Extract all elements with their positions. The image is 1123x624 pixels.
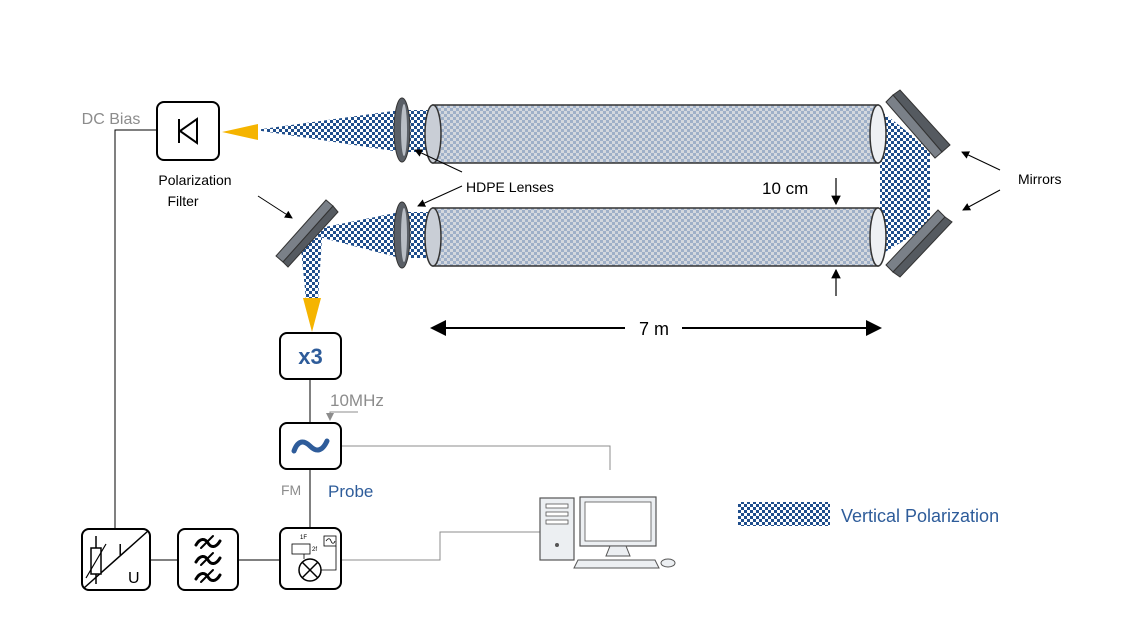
wire-10mhz [326, 411, 358, 421]
pointer-mirror-top [961, 151, 1001, 171]
probe-label: Probe [328, 482, 373, 501]
iu-converter-box: I U [81, 528, 151, 591]
pointer-filter [257, 195, 293, 219]
legend-label: Vertical Polarization [841, 506, 999, 526]
mirror-top-right [885, 89, 951, 159]
tilde-source-icon [291, 438, 330, 454]
tube-lower [424, 207, 887, 267]
wire-dc-bias [114, 129, 157, 555]
dc-bias-label: DC Bias [82, 111, 141, 128]
detector-diode-icon [178, 117, 198, 145]
diameter-label: 10 cm [762, 179, 808, 198]
length-label: 7 m [639, 319, 669, 339]
mixer-box: 1F 2f [279, 527, 342, 590]
filter-box [177, 528, 239, 591]
pointer-lens-upper [414, 149, 463, 173]
multiplier-box: x3 [279, 332, 342, 380]
detector-box [156, 101, 220, 161]
mirror-folding [275, 199, 339, 268]
hdpe-lens-lower [393, 201, 411, 269]
source-box [279, 422, 342, 470]
wire-mixer-pc [341, 531, 540, 561]
pointer-mirror-bottom [962, 189, 1001, 211]
legend-swatch [738, 502, 830, 526]
tube-upper [424, 104, 887, 164]
pointer-lens-lower [417, 185, 463, 207]
wire-source-pc [341, 445, 611, 470]
mixer-1f-label: 1F [300, 535, 307, 541]
arrow-to-mirror [303, 298, 321, 332]
mirror-bottom-right [885, 209, 953, 278]
iu-u-label: U [128, 570, 140, 587]
iu-i-label: I [118, 542, 122, 559]
reference-freq-label: 10MHz [330, 391, 384, 410]
polarization-filter-label-line1: Polarization [158, 172, 231, 188]
mixer-icon [291, 535, 337, 582]
beam-vertical [300, 238, 322, 300]
hdpe-lenses-label: HDPE Lenses [466, 179, 554, 195]
desktop-computer-icon [539, 496, 676, 569]
beam-upper-cone [255, 110, 400, 152]
resistor-icon [85, 536, 107, 584]
beam-lower-cone [300, 212, 400, 258]
multiplier-label: x3 [298, 344, 322, 369]
mirrors-label: Mirrors [1018, 171, 1062, 187]
mixer-2f-label: 2f [312, 547, 317, 553]
lowpass-filter-icon [194, 535, 222, 583]
hdpe-lens-upper [393, 97, 411, 163]
arrow-to-detector [222, 124, 258, 140]
fm-label: FM [281, 482, 301, 498]
polarization-filter-label-line2: Filter [167, 193, 198, 209]
beam-mirror-link [880, 110, 930, 255]
